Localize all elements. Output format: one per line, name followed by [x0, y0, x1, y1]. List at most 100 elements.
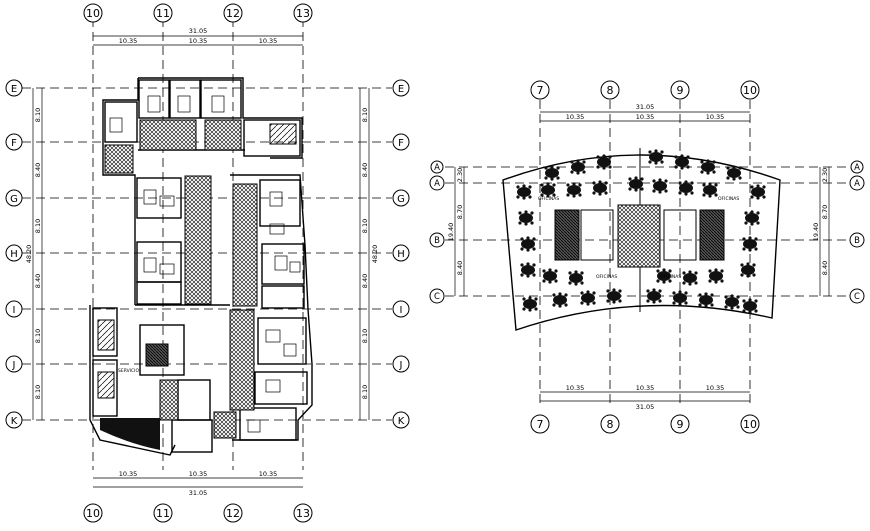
grid-row-label: J — [12, 360, 16, 371]
bay-width-dim: 10.35 — [566, 384, 585, 392]
office-label: OFICINAS — [660, 274, 681, 280]
left-column-bubbles-bottom: 10 11 12 13 — [83, 503, 313, 523]
right-floor-outline — [502, 154, 781, 331]
left-room-label: SERVICIO — [118, 368, 139, 374]
right-vertical-dims: 2.30 8.70 8.40 19.40 2.30 8.70 8.40 19.4… — [447, 168, 829, 275]
overall-width-dim: 31.05 — [636, 103, 655, 111]
bay-width-dim: 10.35 — [636, 113, 655, 121]
right-dimension-texts: 31.05 10.35 10.35 10.35 10.35 10.35 10.3… — [566, 103, 725, 411]
grid-row-label: A — [854, 179, 860, 189]
bay-width-dim: 10.35 — [259, 37, 278, 45]
workstation-cluster — [724, 294, 740, 310]
workstation-cluster — [596, 154, 612, 170]
bay-width-dim: 10.35 — [706, 384, 725, 392]
grid-col-label: 13 — [296, 507, 310, 520]
grid-col-label: 9 — [677, 418, 684, 431]
workstation-cluster — [520, 262, 536, 278]
bay-width-dim: 10.35 — [119, 470, 138, 478]
workstation-cluster — [726, 165, 742, 181]
right-dimension-lines — [454, 111, 830, 402]
workstation-cluster — [744, 210, 760, 226]
bay-width-dim: 10.35 — [566, 113, 585, 121]
left-row-bubbles-right: E F G H I J K — [392, 79, 410, 429]
overall-height-dim: 19.40 — [447, 223, 455, 242]
left-vertical-dims-left: 8.10 8.40 8.10 8.40 8.10 8.10 48.20 — [25, 108, 42, 399]
row-dim: 8.10 — [34, 108, 42, 122]
overall-width-dim: 31.05 — [189, 27, 208, 35]
workstation-clusters — [516, 149, 766, 314]
workstation-cluster — [540, 182, 556, 198]
grid-row-label: I — [13, 305, 16, 316]
grid-row-label: B — [854, 236, 860, 246]
grid-row-label: K — [398, 416, 405, 427]
workstation-cluster — [698, 292, 714, 308]
workstation-cluster — [672, 290, 688, 306]
left-floor-plan: SERVICIO — [22, 18, 392, 488]
row-dim: 8.70 — [456, 205, 464, 219]
right-office-labels: OFICINAS OFICINAS OFICINAS OFICINAS — [538, 196, 739, 280]
grid-col-label: 7 — [537, 418, 544, 431]
grid-row-label: I — [400, 305, 403, 316]
grid-col-label: 10 — [743, 84, 757, 97]
grid-row-label: B — [434, 236, 440, 246]
workstation-cluster — [750, 184, 766, 200]
workstation-cluster — [566, 182, 582, 198]
workstation-cluster — [702, 182, 718, 198]
grid-row-label: C — [854, 292, 860, 302]
workstation-cluster — [708, 268, 724, 284]
bay-width-dim: 10.35 — [189, 37, 208, 45]
grid-col-label: 7 — [537, 84, 544, 97]
row-dim: 8.40 — [361, 274, 369, 288]
workstation-cluster — [606, 288, 622, 304]
row-dim: 8.40 — [34, 163, 42, 177]
right-row-bubbles: A A B C A A B C — [429, 160, 865, 304]
overall-width-dim: 31.05 — [636, 403, 655, 411]
grid-col-label: 10 — [86, 507, 100, 520]
office-label: OFICINAS — [596, 274, 617, 280]
left-dimension-texts: 31.05 10.35 10.35 10.35 10.35 10.35 10.3… — [119, 27, 278, 497]
workstation-cluster — [544, 165, 560, 181]
grid-row-label: J — [399, 360, 403, 371]
grid-col-label: 8 — [607, 84, 614, 97]
grid-col-label: 11 — [156, 507, 170, 520]
grid-col-label: 12 — [226, 507, 240, 520]
workstation-cluster — [568, 270, 584, 286]
workstation-cluster — [678, 180, 694, 196]
grid-row-label: G — [397, 194, 405, 205]
left-shaded-wedge — [100, 418, 160, 450]
grid-row-label: H — [397, 249, 405, 260]
workstation-cluster — [552, 292, 568, 308]
grid-row-label: C — [434, 292, 440, 302]
workstation-cluster — [592, 180, 608, 196]
row-dim: 8.40 — [456, 261, 464, 275]
overall-height-dim: 48.20 — [371, 245, 379, 264]
row-dim: 8.10 — [34, 385, 42, 399]
overall-height-dim: 48.20 — [25, 245, 33, 264]
grid-row-label: K — [11, 416, 18, 427]
left-room-fixtures — [109, 95, 301, 433]
row-dim: 8.70 — [821, 205, 829, 219]
left-column-bubbles-top: 10 11 12 13 — [83, 3, 313, 23]
workstation-cluster — [628, 176, 644, 192]
grid-row-label: F — [11, 138, 17, 149]
row-dim: 8.10 — [34, 329, 42, 343]
grid-row-label: A — [434, 163, 440, 173]
overall-width-dim: 31.05 — [189, 489, 208, 497]
grid-col-label: 12 — [226, 7, 240, 20]
row-dim: 2.30 — [456, 168, 464, 182]
workstation-cluster — [516, 184, 532, 200]
row-dim: 2.30 — [821, 168, 829, 182]
workstation-cluster — [652, 178, 668, 194]
left-dimension-lines — [32, 35, 370, 488]
grid-row-label: E — [11, 84, 17, 95]
bay-width-dim: 10.35 — [189, 470, 208, 478]
grid-row-label: G — [10, 194, 18, 205]
workstation-cluster — [542, 268, 558, 284]
bay-width-dim: 10.35 — [636, 384, 655, 392]
left-vertical-dims-right: 8.10 8.40 8.10 8.40 8.10 8.10 48.20 — [361, 108, 379, 399]
row-dim: 8.40 — [34, 274, 42, 288]
grid-row-label: A — [434, 179, 440, 189]
bay-width-dim: 10.35 — [259, 470, 278, 478]
office-label: OFICINAS — [538, 196, 559, 202]
